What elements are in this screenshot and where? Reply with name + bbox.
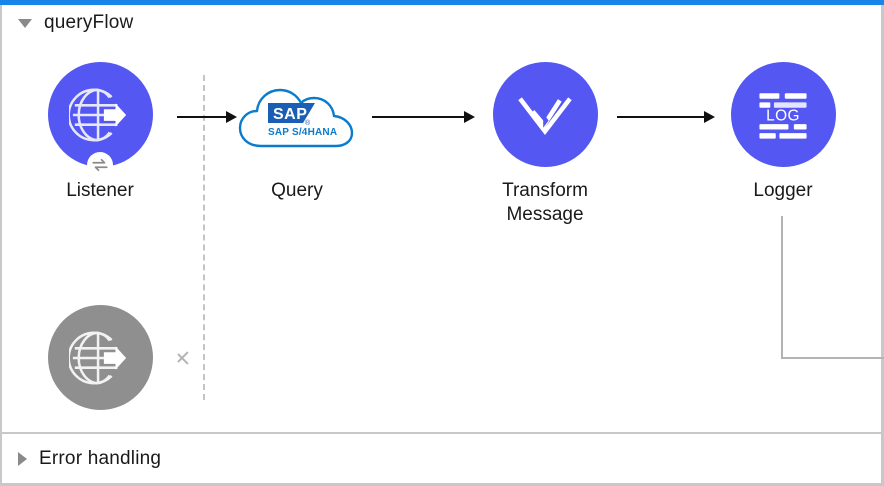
arrowhead-transform-to-logger — [704, 111, 715, 123]
canvas-border-left — [0, 5, 2, 486]
caret-right-icon[interactable] — [18, 452, 27, 466]
svg-text:SAP: SAP — [273, 106, 307, 123]
node-shape-logger[interactable]: LOG — [730, 62, 836, 167]
node-shape-transform-message[interactable] — [492, 62, 598, 167]
node-label-transform-message-line2: Message — [506, 204, 584, 225]
node-label-transform-message: Transform Message — [485, 179, 605, 227]
globe-arrow-icon — [69, 331, 127, 384]
node-label-transform-message-line1: Transform — [502, 180, 588, 201]
flow-node-logger[interactable]: LOG Logger — [723, 62, 843, 203]
transform-chevrons-icon — [518, 96, 572, 135]
arrowhead-logger-to-response — [178, 350, 192, 364]
flow-node-response-endpoint[interactable] — [40, 305, 160, 410]
canvas-border-bottom — [0, 483, 884, 486]
flow-node-listener[interactable]: Listener — [40, 62, 160, 203]
pool-lane-divider — [203, 75, 205, 400]
node-label-listener: Listener — [66, 180, 134, 201]
arrowhead-query-to-transform — [464, 111, 475, 123]
connector-transform-to-logger — [617, 116, 705, 118]
svg-text:®: ® — [305, 119, 311, 127]
node-label-query: Query — [271, 180, 323, 201]
section-title-error-handling: Error handling — [39, 448, 162, 469]
node-shape-query[interactable]: SAP ® SAP S/4HANA — [237, 62, 357, 167]
svg-text:SAP S/4HANA: SAP S/4HANA — [268, 127, 337, 138]
node-label-logger: Logger — [753, 180, 813, 201]
section-title-query-flow: queryFlow — [44, 12, 134, 33]
sap-s4hana-cloud-icon: SAP ® SAP S/4HANA — [238, 88, 354, 147]
caret-down-icon[interactable] — [18, 18, 32, 28]
flow-node-transform-message[interactable]: Transform Message — [485, 62, 605, 227]
connector-query-to-transform — [372, 116, 465, 118]
node-shape-response-endpoint[interactable] — [47, 305, 153, 410]
node-shape-listener[interactable] — [47, 62, 153, 178]
exchange-icon — [92, 158, 108, 172]
flow-node-query[interactable]: SAP ® SAP S/4HANA Query — [237, 62, 357, 203]
connector-listener-to-query — [177, 116, 227, 118]
log-lines-icon: LOG — [759, 92, 807, 139]
log-icon-text: LOG — [766, 107, 800, 124]
arrowhead-listener-to-query — [226, 111, 237, 123]
section-header-error-handling[interactable]: Error handling — [18, 448, 161, 470]
section-header-query-flow[interactable]: queryFlow — [18, 12, 133, 34]
badge-exchange — [87, 152, 113, 178]
globe-arrow-icon — [69, 88, 127, 141]
canvas-border-right — [881, 5, 884, 486]
connector-logger-to-response — [781, 216, 884, 359]
section-divider — [2, 432, 881, 434]
top-accent-bar — [0, 0, 884, 5]
